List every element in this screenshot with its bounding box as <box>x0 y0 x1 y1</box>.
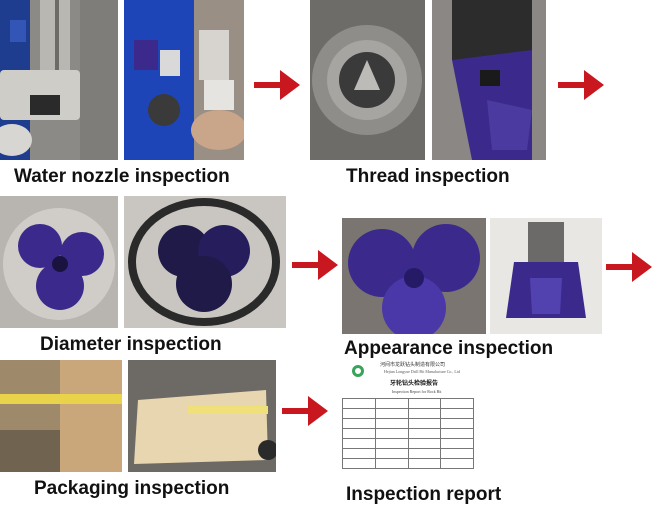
report-caption: Inspection report <box>346 484 502 505</box>
diameter-caption: Diameter inspection <box>40 334 222 355</box>
water-nozzle-photo-1 <box>0 0 118 160</box>
thread-photo-1 <box>310 0 425 160</box>
report-table <box>342 398 474 469</box>
thread-caption: Thread inspection <box>346 166 510 187</box>
diameter-photo-1 <box>0 196 118 328</box>
arrow-right-icon <box>282 392 328 430</box>
arrow-right-icon <box>558 66 604 104</box>
packaging-caption: Packaging inspection <box>34 478 230 499</box>
arrow-right-icon <box>254 66 300 104</box>
water-nozzle-caption: Water nozzle inspection <box>14 166 230 187</box>
appearance-caption: Appearance inspection <box>344 338 554 359</box>
company-logo-icon <box>352 365 364 377</box>
report-title-cn: 牙轮钻头检验报告 <box>390 381 439 387</box>
report-title-en: Inspection Report for Rock Bit <box>392 389 442 394</box>
packaging-photo-2 <box>128 360 276 472</box>
inspection-report-document: 河间市龙跃钻头制造有限公司 Hejian Longyue Drill Bit M… <box>338 358 478 478</box>
appearance-photo-1 <box>342 218 486 334</box>
report-company-cn: 河间市龙跃钻头制造有限公司 <box>380 363 446 368</box>
diameter-photo-2 <box>124 196 286 328</box>
thread-photo-2 <box>432 0 546 160</box>
arrow-right-icon <box>292 246 338 284</box>
appearance-photo-2 <box>490 218 602 334</box>
arrow-right-icon <box>606 248 652 286</box>
packaging-photo-1 <box>0 360 122 472</box>
report-company-en: Hejian Longyue Drill Bit Manufacture Co.… <box>384 369 460 374</box>
water-nozzle-photo-2 <box>124 0 244 160</box>
